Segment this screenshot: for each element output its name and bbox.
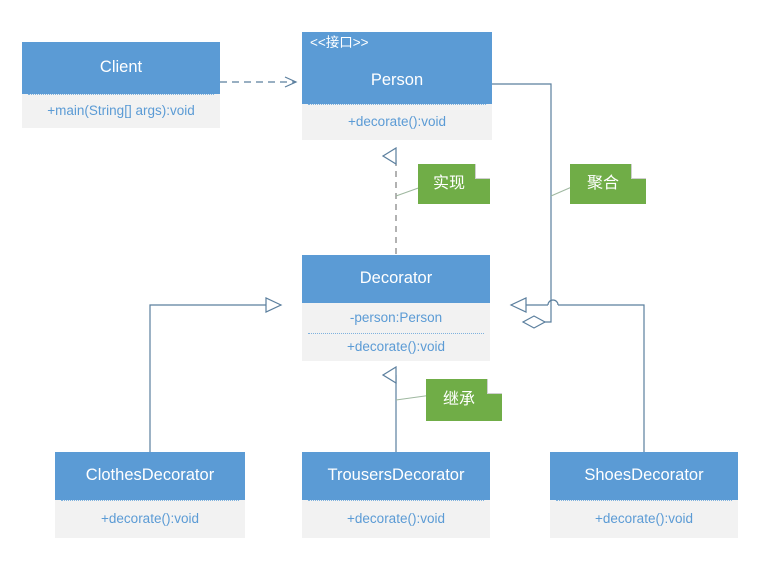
- compartment-divider: [61, 500, 239, 501]
- class-header-client: Client: [22, 42, 220, 94]
- compartment-divider: [28, 94, 214, 95]
- note-aggregation[interactable]: 聚合: [570, 164, 646, 204]
- attribute-person: -person:Person: [349, 310, 443, 325]
- edge-aggregation-person-decorator: [492, 83, 552, 329]
- class-name-clothes-decorator: ClothesDecorator: [85, 466, 215, 484]
- operation-decorate: +decorate():void: [347, 339, 445, 354]
- class-box-client[interactable]: Client +main(String[] args):void: [22, 42, 220, 128]
- class-operations-clothes-decorator: +decorate():void: [55, 500, 245, 538]
- class-stereotype-person: <<接口>>: [310, 35, 369, 50]
- class-box-decorator[interactable]: Decorator -person:Person +decorate():voi…: [302, 255, 490, 361]
- class-box-shoes-decorator[interactable]: ShoesDecorator +decorate():void: [550, 452, 738, 538]
- class-attributes-decorator: -person:Person: [302, 303, 490, 333]
- compartment-divider: [308, 500, 484, 501]
- note-inherit[interactable]: 继承: [426, 379, 502, 421]
- class-name-trousers-decorator: TrousersDecorator: [327, 466, 465, 484]
- operation-decorate: +decorate():void: [101, 511, 199, 526]
- compartment-divider: [308, 333, 484, 334]
- class-header-shoes-decorator: ShoesDecorator: [550, 452, 738, 500]
- class-header-clothes-decorator: ClothesDecorator: [55, 452, 245, 500]
- class-operations-shoes-decorator: +decorate():void: [550, 500, 738, 538]
- note-realize-label: 实现: [432, 175, 465, 192]
- edge-shoes-extends-decorator: [509, 297, 645, 452]
- class-name-shoes-decorator: ShoesDecorator: [584, 466, 704, 484]
- note-fold-corner-icon: [631, 164, 646, 179]
- class-operations-client: +main(String[] args):void: [22, 94, 220, 128]
- class-header-trousers-decorator: TrousersDecorator: [302, 452, 490, 500]
- class-operations-trousers-decorator: +decorate():void: [302, 500, 490, 538]
- class-header-decorator: Decorator: [302, 255, 490, 303]
- class-box-clothes-decorator[interactable]: ClothesDecorator +decorate():void: [55, 452, 245, 538]
- note-fold-corner-icon: [475, 164, 490, 179]
- edge-clothes-extends-decorator: [149, 297, 283, 452]
- class-header-person: <<接口>> Person: [302, 32, 492, 104]
- note-inherit-label: 继承: [442, 391, 475, 408]
- compartment-divider: [556, 500, 732, 501]
- class-box-trousers-decorator[interactable]: TrousersDecorator +decorate():void: [302, 452, 490, 538]
- class-operations-decorator: +decorate():void: [302, 333, 490, 361]
- operation-main: +main(String[] args):void: [47, 103, 195, 118]
- class-operations-person: +decorate():void: [302, 104, 492, 140]
- note-realize[interactable]: 实现: [418, 164, 490, 204]
- note-aggregation-label: 聚合: [586, 175, 619, 192]
- class-name-person: Person: [370, 71, 424, 89]
- operation-decorate: +decorate():void: [347, 511, 445, 526]
- class-box-person[interactable]: <<接口>> Person +decorate():void: [302, 32, 492, 140]
- class-name-decorator: Decorator: [359, 269, 433, 287]
- operation-decorate: +decorate():void: [595, 511, 693, 526]
- operation-decorate: +decorate():void: [348, 114, 446, 129]
- compartment-divider: [308, 104, 486, 105]
- note-fold-corner-icon: [487, 379, 502, 394]
- class-name-client: Client: [99, 58, 143, 76]
